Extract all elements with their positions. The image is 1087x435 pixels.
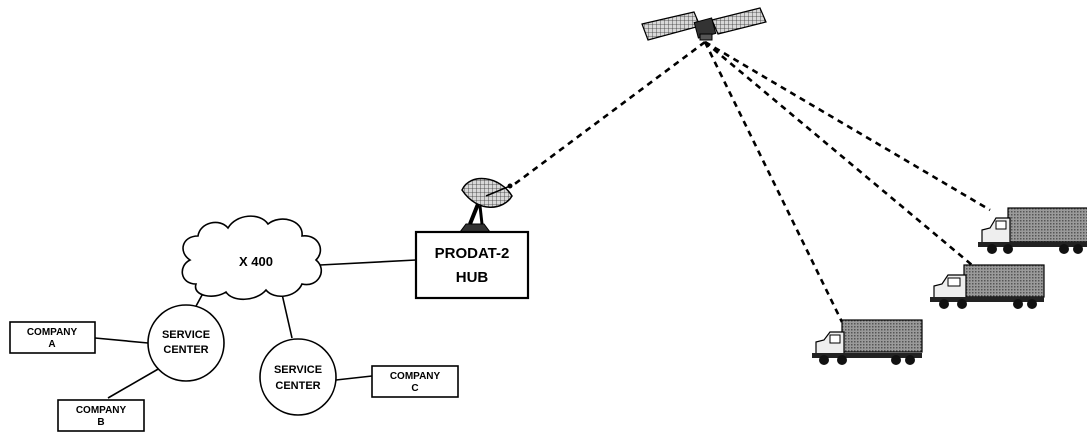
satellite-dish-icon <box>459 177 513 233</box>
service-center-2: SERVICE CENTER <box>259 338 337 416</box>
company-b-box <box>57 399 145 432</box>
hub-label-line2: HUB <box>456 269 489 286</box>
cloud-label: X 400 <box>239 254 273 269</box>
link-truck-2 <box>704 41 973 266</box>
company-b-line1: COMPANY <box>76 405 127 416</box>
service-center-2-line1: SERVICE <box>274 364 322 376</box>
link-sc2-compc <box>335 375 373 381</box>
satellite-panel-right <box>711 7 767 35</box>
satellite-icon <box>641 7 767 41</box>
hub-label-line1: PRODAT-2 <box>435 245 510 262</box>
service-center-2-line2: CENTER <box>275 380 320 392</box>
link-compb-sc1 <box>107 367 161 399</box>
uplink-dish <box>511 40 706 188</box>
cloud-shape <box>181 215 322 301</box>
company-a-line2: A <box>48 339 55 350</box>
link-cloud-hub <box>319 259 417 266</box>
company-a: COMPANY A <box>9 321 96 354</box>
service-center-1-line1: SERVICE <box>162 329 210 341</box>
hub-box <box>414 230 530 300</box>
satellite-panel-left <box>641 11 701 41</box>
company-a-line1: COMPANY <box>27 327 78 338</box>
service-center-2-circle <box>259 338 337 416</box>
prodat-hub: PRODAT-2 HUB <box>414 230 530 300</box>
link-compa-sc1 <box>94 337 149 344</box>
service-center-1: SERVICE CENTER <box>147 304 225 382</box>
satellite-links <box>511 40 991 323</box>
link-cloud-sc2 <box>281 293 293 339</box>
company-c: COMPANY C <box>371 365 459 398</box>
link-truck-3 <box>703 41 844 323</box>
company-a-box <box>9 321 96 354</box>
company-b-line2: B <box>97 417 104 428</box>
truck-icon-1 <box>978 207 1087 254</box>
link-truck-1 <box>704 40 991 212</box>
x400-cloud: X 400 <box>181 215 322 301</box>
truck-icon-2 <box>930 264 1045 309</box>
company-b: COMPANY B <box>57 399 145 432</box>
company-c-box <box>371 365 459 398</box>
company-c-line2: C <box>411 383 418 394</box>
service-center-1-line2: CENTER <box>163 344 208 356</box>
service-center-1-circle <box>147 304 225 382</box>
company-c-line1: COMPANY <box>390 371 441 382</box>
truck-icon-3 <box>812 319 923 365</box>
